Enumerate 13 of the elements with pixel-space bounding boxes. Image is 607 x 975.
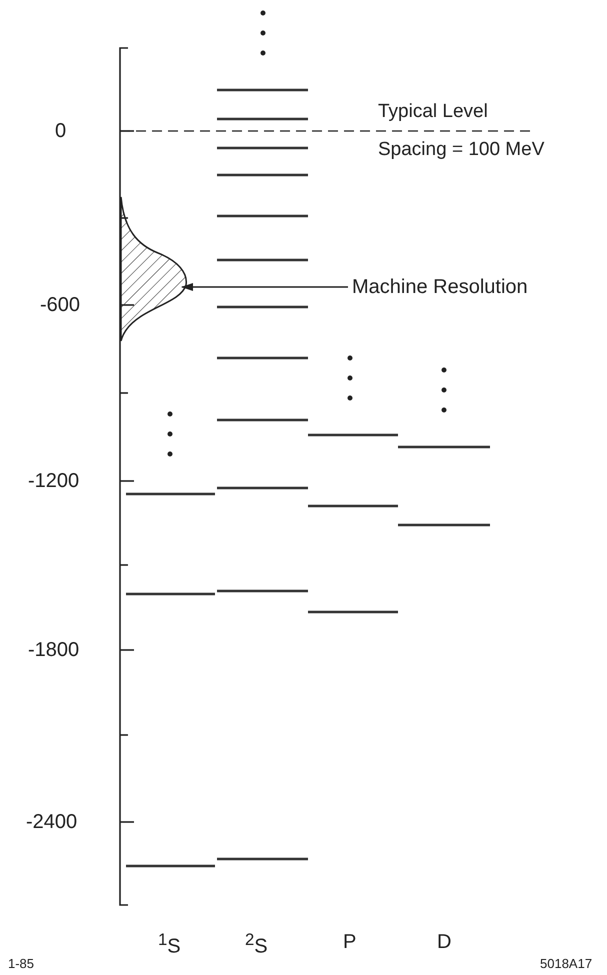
figure-code: 5018A17 <box>540 955 592 973</box>
level-spacing-note: Typical Level Spacing = 100 MeV <box>378 100 546 162</box>
column-label: P <box>343 930 356 954</box>
axis-tick-label: -1800 <box>28 638 80 662</box>
column-label: $^{1}$S <box>158 929 181 959</box>
figure-date: 1-85 <box>8 955 34 973</box>
axis-tick-label: 0 <box>55 119 66 143</box>
axis-tick-label: -2400 <box>26 810 78 834</box>
column-label: D <box>437 930 452 954</box>
axis-tick-label: -1200 <box>28 469 80 493</box>
column-label: $^{2}$S <box>245 929 268 959</box>
axis-tick-label: -600 <box>40 293 80 317</box>
callout-text: Machine Resolution <box>352 275 528 299</box>
